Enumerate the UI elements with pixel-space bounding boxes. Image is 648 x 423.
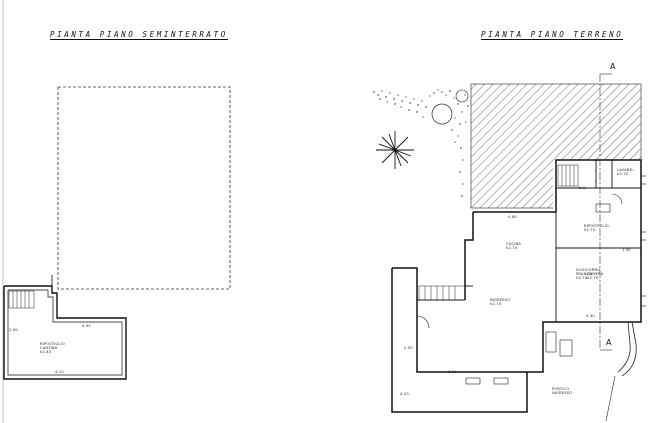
- dim-label: 3.60: [448, 370, 457, 374]
- shrub-circle: [455, 89, 469, 103]
- windows: [641, 175, 646, 307]
- door-swings: [416, 193, 623, 385]
- basement-dim-bottom: 4.10: [55, 370, 64, 374]
- ground-floor-walls: [391, 159, 642, 413]
- access-path-curve-outer: [621, 321, 637, 377]
- entrance-note-line2: INGRESSO: [552, 391, 573, 395]
- terrace-cutout: [553, 160, 641, 210]
- ground-floor-outline-dashed: [57, 86, 231, 290]
- wc-name: W.C.: [578, 186, 587, 190]
- service-room-name: LAVAND.: [617, 168, 634, 172]
- bedroom-label: CAMERA h2.70: [587, 272, 603, 280]
- service-room-label: LAVAND. h2.70: [617, 168, 634, 176]
- dim-label: 4.80: [508, 215, 517, 219]
- tree-symbol: [376, 131, 414, 169]
- section-marker-bottom: A: [606, 338, 612, 347]
- dim-label: 4.30: [586, 314, 595, 318]
- bedroom-height: h2.70: [587, 276, 599, 280]
- kitchen-name: CUCINA: [506, 242, 522, 246]
- basement-stair: [8, 290, 35, 309]
- living-height: h2.70: [576, 276, 588, 280]
- basement-room-label: RIPOSTIGLIO CANTINA h2.40: [40, 342, 65, 354]
- ground-floor-plan-title: PIANTA PIANO TERRENO: [481, 30, 624, 40]
- hall-label: INGRESSO h2.70: [490, 298, 510, 306]
- basement-dim-left: 2.30: [9, 328, 18, 332]
- basement-room: [3, 285, 127, 380]
- entrance-note: PORTICO INGRESSO: [552, 387, 572, 395]
- storage-name: RIPOSTIGLIO: [584, 224, 609, 228]
- basement-room-name: RIPOSTIGLIO: [40, 342, 65, 346]
- living-use: PRANZO: [576, 272, 593, 276]
- note-area: [547, 384, 589, 400]
- access-path-curve: [617, 321, 631, 373]
- living-name: SOGGIORNO: [576, 268, 601, 272]
- storage-label: RIPOSTIGLIO h2.70: [584, 224, 609, 232]
- garden-vegetation: [373, 89, 469, 197]
- hall-name: INGRESSO: [490, 298, 511, 302]
- ground-stair: [418, 164, 579, 301]
- dim-label: 4.20: [400, 392, 409, 396]
- basement-room-use: CANTINA: [40, 346, 58, 350]
- basement-dim-top: 4.90: [82, 324, 91, 328]
- bedroom-name: CAMERA: [587, 272, 604, 276]
- entrance-note-line1: PORTICO: [552, 387, 570, 391]
- tree-canopy-circle: [431, 103, 453, 125]
- service-room-height: h2.70: [617, 172, 629, 176]
- section-marker-top: A: [610, 62, 616, 71]
- wc-label: W.C.: [578, 186, 587, 190]
- basement-room-height: h2.40: [40, 350, 52, 354]
- kitchen-label: CUCINA h2.70: [506, 242, 521, 250]
- boundary-line: [605, 375, 616, 422]
- kitchen-height: h2.70: [506, 246, 518, 250]
- basement-plan-title: PIANTA PIANO SEMINTERRATO: [50, 30, 228, 40]
- dim-label: 2.50: [404, 346, 413, 350]
- hall-height: h2.70: [490, 302, 502, 306]
- living-label: SOGGIORNO PRANZO h2.70: [576, 268, 600, 280]
- dim-label: 1.90: [622, 248, 631, 252]
- storage-height: h2.70: [584, 228, 596, 232]
